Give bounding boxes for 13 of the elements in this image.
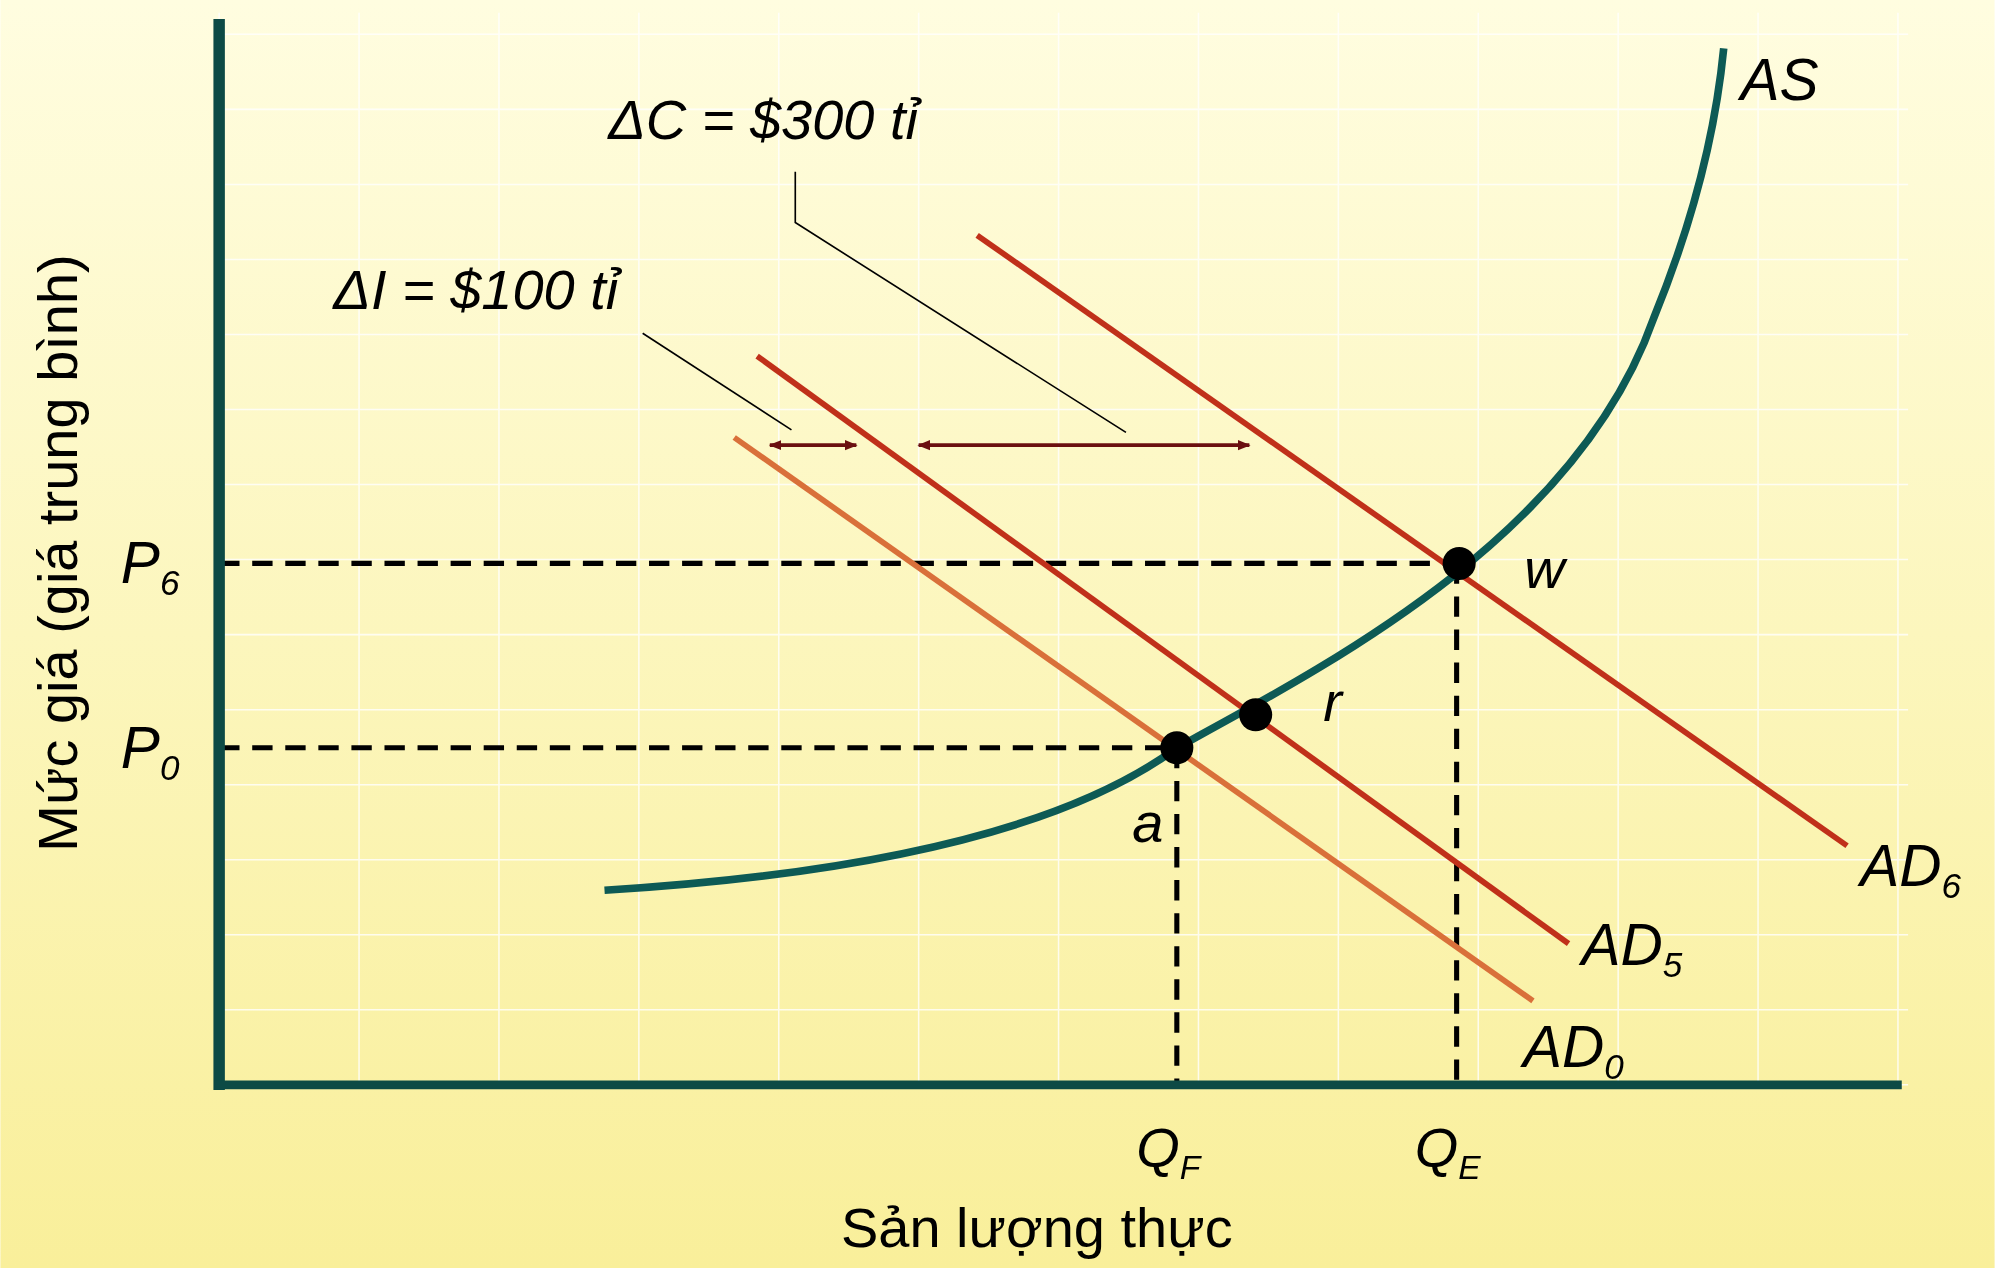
- curve-label: AS: [1740, 50, 1819, 110]
- point-label: r: [1323, 674, 1342, 731]
- curve-label: AD$_{5}$: [1581, 916, 1683, 983]
- leader-line: [794, 170, 1127, 434]
- point-label: a: [1132, 795, 1164, 852]
- curve-label: AD$_{0}$: [1522, 1017, 1624, 1085]
- axis-tick-label: Q$_{E}$: [1414, 1119, 1481, 1184]
- shift-arrow: [917, 440, 1251, 451]
- leader-line: [641, 332, 793, 431]
- shift-arrow: [768, 440, 858, 451]
- axis-tick-label: Q$_{F}$: [1136, 1119, 1201, 1184]
- axis-tick-label: P$_{6}$: [120, 534, 180, 601]
- axis-tick-label: P$_{0}$: [120, 718, 180, 786]
